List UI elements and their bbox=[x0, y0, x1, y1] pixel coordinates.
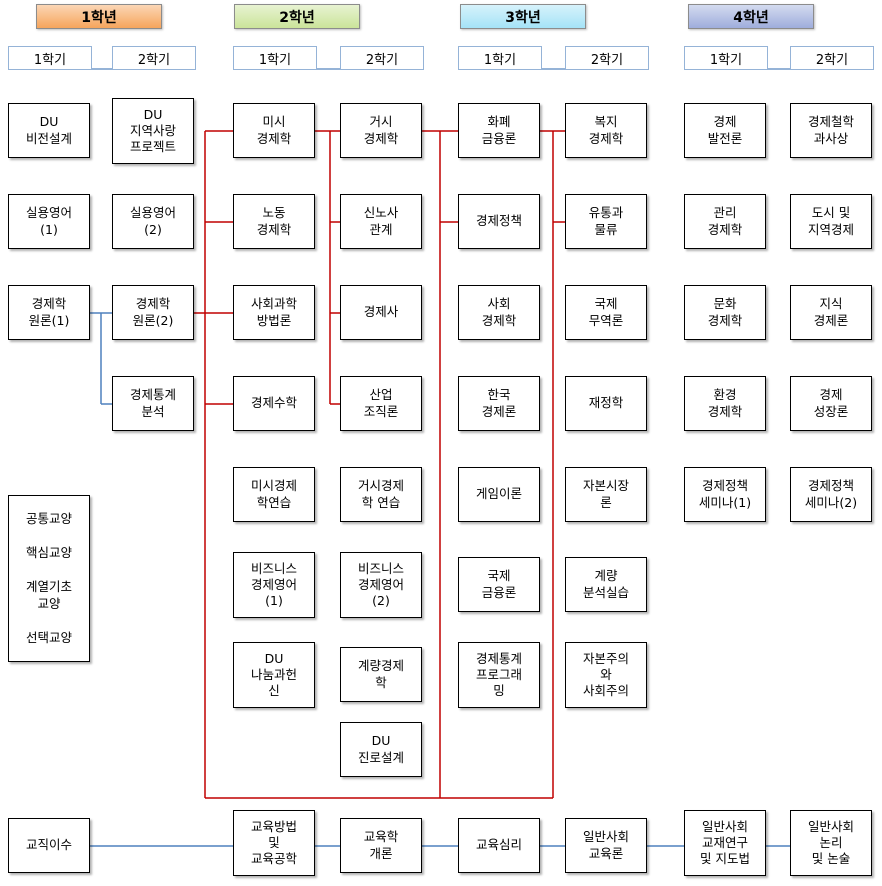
year-group-line-4 bbox=[684, 68, 872, 70]
course-box: 비즈니스 경제영어 (2) bbox=[340, 552, 422, 618]
course-box: 실용영어 (2) bbox=[112, 194, 194, 249]
course-box: 경제학 원론(2) bbox=[112, 285, 194, 340]
general-education-box: 공통교양 핵심교양 계열기초 교양 선택교양 bbox=[8, 495, 90, 662]
general-education-item: 공통교양 bbox=[25, 510, 72, 526]
course-box: 관리 경제학 bbox=[684, 194, 766, 249]
year-header-1: 1학년 bbox=[36, 4, 162, 29]
semester-tab-3-1: 1학기 bbox=[458, 46, 542, 70]
general-education-item: 핵심교양 bbox=[25, 545, 72, 561]
course-box: 계량 분석실습 bbox=[565, 557, 647, 612]
course-box: DU 진로설계 bbox=[340, 722, 422, 777]
year-group-line-2 bbox=[233, 68, 422, 70]
semester-tab-3-2: 2학기 bbox=[565, 46, 649, 70]
course-box: 경제 성장론 bbox=[790, 376, 872, 431]
course-box: 교육심리 bbox=[458, 818, 540, 873]
course-box: 국제 무역론 bbox=[565, 285, 647, 340]
year-header-4: 4학년 bbox=[688, 4, 814, 29]
general-education-item: 선택교양 bbox=[25, 629, 72, 645]
course-box: 교육방법 및 교육공학 bbox=[233, 810, 315, 876]
course-box: DU 나눔과헌 신 bbox=[233, 642, 315, 708]
course-box: 유통과 물류 bbox=[565, 194, 647, 249]
course-box: 국제 금융론 bbox=[458, 557, 540, 612]
general-education-item: 계열기초 교양 bbox=[25, 579, 72, 611]
course-box: 도시 및 지역경제 bbox=[790, 194, 872, 249]
course-box: 경제정책 세미나(2) bbox=[790, 467, 872, 522]
course-box: 경제사 bbox=[340, 285, 422, 340]
course-box: 자본시장 론 bbox=[565, 467, 647, 522]
course-box: 경제정책 세미나(1) bbox=[684, 467, 766, 522]
year-group-line-1 bbox=[8, 68, 195, 70]
course-box: 사회과학 방법론 bbox=[233, 285, 315, 340]
course-box: 경제통계 분석 bbox=[112, 376, 194, 431]
course-box: 거시경제 학 연습 bbox=[340, 467, 422, 522]
course-box: 재정학 bbox=[565, 376, 647, 431]
course-box: 교직이수 bbox=[8, 818, 90, 873]
course-box: 복지 경제학 bbox=[565, 103, 647, 158]
course-box: DU 비전설계 bbox=[8, 103, 90, 158]
course-box: DU 지역사랑 프로젝트 bbox=[112, 98, 194, 164]
semester-tab-4-2: 2학기 bbox=[790, 46, 874, 70]
semester-tab-2-2: 2학기 bbox=[340, 46, 424, 70]
course-box: 지식 경제론 bbox=[790, 285, 872, 340]
course-box: 경제정책 bbox=[458, 194, 540, 249]
course-box: 교육학 개론 bbox=[340, 818, 422, 873]
course-box: 경제수학 bbox=[233, 376, 315, 431]
year-header-2: 2학년 bbox=[234, 4, 360, 29]
course-box: 실용영어 (1) bbox=[8, 194, 90, 249]
semester-tab-2-1: 1학기 bbox=[233, 46, 317, 70]
course-box: 미시 경제학 bbox=[233, 103, 315, 158]
course-box: 일반사회 논리 및 논술 bbox=[790, 810, 872, 876]
course-box: 자본주의 와 사회주의 bbox=[565, 642, 647, 708]
course-box: 사회 경제학 bbox=[458, 285, 540, 340]
year-group-line-3 bbox=[458, 68, 647, 70]
course-box: 경제학 원론(1) bbox=[8, 285, 90, 340]
course-box: 경제통계 프로그래 밍 bbox=[458, 642, 540, 708]
course-box: 환경 경제학 bbox=[684, 376, 766, 431]
course-box: 계량경제 학 bbox=[340, 647, 422, 702]
link-lines bbox=[90, 312, 790, 847]
course-box: 화폐 금융론 bbox=[458, 103, 540, 158]
semester-tab-4-1: 1학기 bbox=[684, 46, 768, 70]
course-box: 비즈니스 경제영어 (1) bbox=[233, 552, 315, 618]
prerequisite-lines bbox=[194, 130, 565, 799]
course-box: 문화 경제학 bbox=[684, 285, 766, 340]
year-header-3: 3학년 bbox=[460, 4, 586, 29]
course-box: 게임이론 bbox=[458, 467, 540, 522]
course-box: 경제 발전론 bbox=[684, 103, 766, 158]
semester-tab-1-1: 1학기 bbox=[8, 46, 92, 70]
course-box: 신노사 관계 bbox=[340, 194, 422, 249]
course-box: 미시경제 학연습 bbox=[233, 467, 315, 522]
course-box: 거시 경제학 bbox=[340, 103, 422, 158]
course-box: 산업 조직론 bbox=[340, 376, 422, 431]
course-box: 노동 경제학 bbox=[233, 194, 315, 249]
course-box: 일반사회 교육론 bbox=[565, 818, 647, 873]
course-box: 경제철학 과사상 bbox=[790, 103, 872, 158]
semester-tab-1-2: 2학기 bbox=[112, 46, 196, 70]
course-box: 한국 경제론 bbox=[458, 376, 540, 431]
course-box: 일반사회 교재연구 및 지도법 bbox=[684, 810, 766, 876]
